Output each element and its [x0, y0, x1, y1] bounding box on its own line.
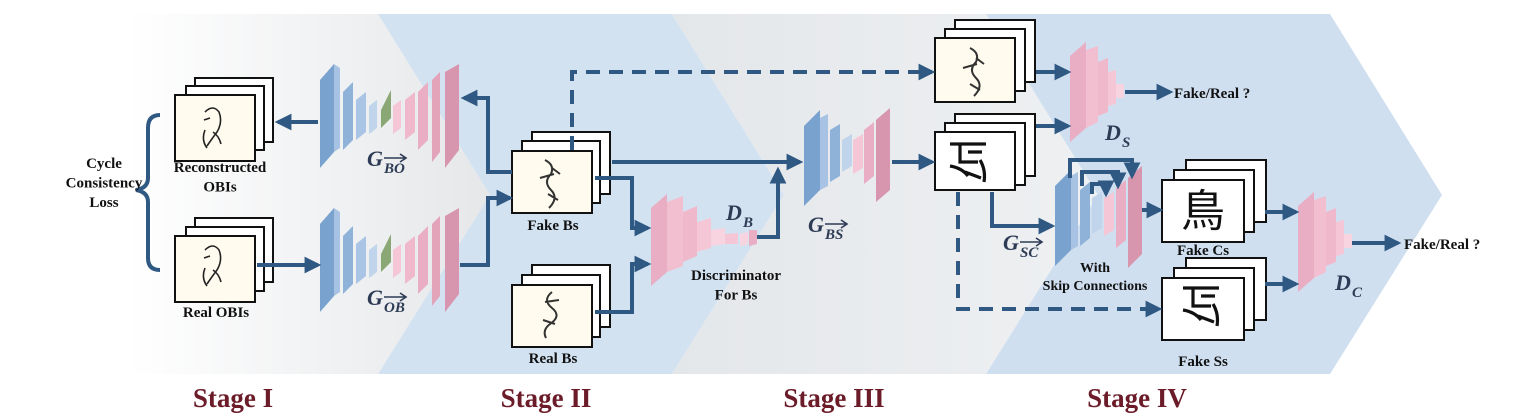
g-ob-label-base: G	[367, 285, 383, 310]
stage-2-label: Stage II	[501, 383, 592, 413]
g-ob-label-sub: OB	[384, 300, 405, 316]
real-bs-label: Real Bs	[529, 351, 578, 367]
g-ob-label-vector-arrow	[384, 292, 408, 302]
generator-bs-block	[804, 108, 890, 206]
g-bo-label-base: G	[367, 146, 383, 171]
g-bo-label-vector-arrow	[384, 153, 408, 163]
g-sc-label-sub: SC	[1020, 245, 1039, 261]
g-bs-label-base: G	[808, 212, 824, 237]
image-stacks: 鳥	[174, 19, 1267, 348]
bronze-glyph-icon	[542, 291, 560, 339]
generator-sc-block	[1055, 166, 1142, 268]
fake-real-label-2: Fake/Real ?	[1404, 237, 1480, 253]
fake-cs-label: Fake Cs	[1177, 243, 1229, 259]
discriminator-b-block	[651, 194, 757, 286]
arrows	[257, 63, 1402, 318]
d-b-label-sub: B	[742, 215, 753, 231]
bird-sketch-icon	[202, 107, 222, 149]
fake-real-label-1: Fake/Real ?	[1174, 86, 1250, 102]
fake-bs-stack	[511, 131, 611, 214]
generator-ob-block	[320, 208, 459, 312]
g-bo-label-sub: BO	[383, 161, 405, 177]
g-sc-label-base: G	[1003, 230, 1019, 255]
d-c-label-base: D	[1334, 270, 1351, 295]
bronze-glyph-icon	[962, 47, 985, 97]
d-c-label-sub: C	[1352, 285, 1363, 301]
d-b-label-base: D	[725, 200, 742, 225]
real-obis-stack	[174, 217, 274, 303]
fake-bs-label: Fake Bs	[527, 218, 578, 234]
networks	[320, 42, 1352, 312]
real-obis-label: Real OBIs	[183, 305, 249, 321]
stage3-seal-stack	[934, 113, 1036, 191]
stage-1-label: Stage I	[193, 383, 273, 413]
seal-glyph-icon	[1182, 286, 1220, 327]
bronze-glyph-icon	[539, 159, 561, 209]
fake-cs-stack: 鳥	[1161, 159, 1267, 243]
generator-bo-block	[320, 64, 459, 168]
cs-glyph: 鳥	[1181, 186, 1225, 237]
discriminator-s-block	[1070, 42, 1124, 142]
reconstructed-obis-stack	[174, 77, 274, 162]
real-bs-stack	[511, 264, 611, 348]
stage-4-label: Stage IV	[1087, 383, 1187, 413]
d-s-label-base: D	[1104, 120, 1121, 145]
cycle-loss-brace	[135, 113, 161, 272]
fake-ss-label: Fake Ss	[1178, 354, 1228, 370]
fake-ss-stack	[1161, 257, 1267, 341]
g-bs-label-sub: BS	[824, 227, 843, 243]
g-sc-label-vector-arrow	[1020, 237, 1044, 247]
seal-glyph-icon	[949, 142, 987, 183]
stage3-fake-stack	[934, 19, 1036, 103]
bird-sketch-icon	[202, 245, 222, 287]
d-s-label-sub: S	[1122, 135, 1130, 151]
stage-3-label: Stage III	[783, 383, 884, 413]
g-bs-label-vector-arrow	[825, 219, 849, 229]
discriminator-c-block	[1298, 192, 1352, 292]
